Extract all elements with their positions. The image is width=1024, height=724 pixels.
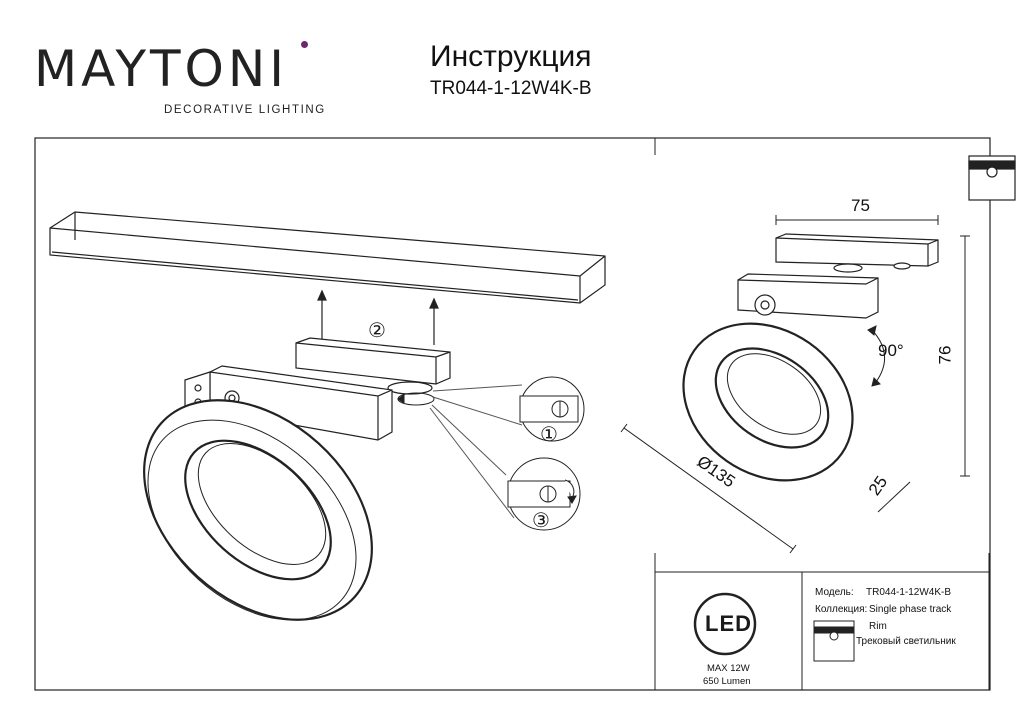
drawing-frame [34, 137, 991, 691]
led-label: LED [705, 611, 752, 636]
step-number-3: ③ [532, 510, 550, 532]
document-model: TR044-1-12W4K-B [430, 78, 592, 99]
step-number-1: ① [540, 424, 558, 446]
track-rail [49, 211, 606, 304]
step-number-2: ② [368, 320, 386, 342]
product-type: Трековый светильник [856, 636, 956, 647]
detail-callout-3 [429, 404, 581, 531]
track-type-icon [968, 155, 1016, 201]
detail-callout-1 [432, 376, 585, 442]
model-value: TR044-1-12W4K-B [866, 587, 952, 598]
rotation-hint [397, 392, 435, 406]
collection-value: Single phase track [869, 604, 952, 615]
dimension-width: 75 [851, 196, 870, 215]
power-rating: MAX 12W [707, 663, 750, 674]
insert-arrows [317, 289, 439, 345]
document-title: Инструкция [430, 40, 592, 73]
lumen-rating: 650 Lumen [703, 676, 751, 687]
spec-track-icon [813, 620, 855, 662]
model-label: Модель: [815, 587, 854, 598]
led-badge [693, 592, 757, 656]
ring-lamp-left [143, 399, 373, 621]
dimension-lines [620, 215, 970, 554]
brand-logo: MAYTONI [34, 44, 288, 94]
dimension-height: 76 [935, 345, 955, 365]
logo-accent-dot [301, 41, 308, 48]
collection-name: Rim [869, 621, 887, 632]
ring-lamp-right [682, 233, 939, 482]
brand-name: MAYTONI [34, 40, 289, 98]
rotation-angle: 90° [878, 341, 904, 360]
collection-label: Коллекция: [815, 604, 868, 615]
track-adapter [295, 337, 451, 395]
brand-tagline: DECORATIVE LIGHTING [164, 104, 326, 116]
